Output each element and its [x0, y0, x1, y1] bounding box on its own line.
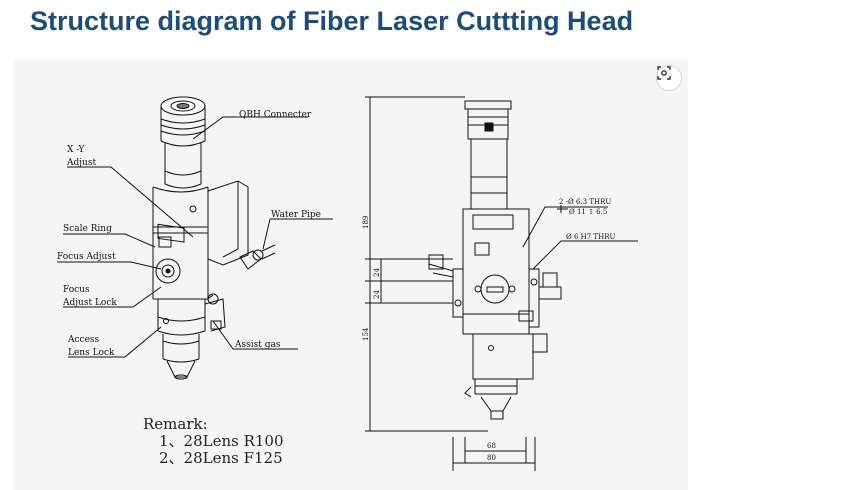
page-title: Structure diagram of Fiber Laser Cutttin…: [30, 6, 634, 36]
label-water-pipe: Water Pipe: [271, 210, 321, 220]
label-focus-line1: Focus: [63, 285, 90, 295]
expand-icon: [657, 66, 671, 80]
label-focus-adjust: Focus Adjust: [57, 252, 116, 262]
dim-68: 68: [487, 442, 496, 450]
remark-line1: 1、28Lens R100: [159, 432, 284, 450]
diagram-figure: QBH Connecter X -Y Adjust Scale Ring Wat…: [13, 59, 688, 490]
expand-button[interactable]: [656, 65, 682, 91]
dim-24b: 24: [373, 290, 381, 299]
left-view: [57, 96, 333, 380]
hole-callout-1b: Ø 11 ↧ 6.5: [569, 208, 607, 216]
label-access-line1: Access: [67, 335, 100, 345]
label-xy-line2: Adjust: [66, 158, 96, 168]
label-assist-gas: Assist gas: [234, 340, 281, 350]
diagram-svg: QBH Connecter X -Y Adjust Scale Ring Wat…: [57, 96, 638, 471]
dim-189: 189: [362, 216, 370, 229]
remark-line2: 2、28Lens F125: [159, 449, 283, 467]
dim-24a: 24: [373, 268, 381, 277]
hole-callout-2: Ø 6 H7 THRU: [566, 233, 615, 241]
label-access-line2: Lens Lock: [68, 348, 115, 358]
label-focus-line2: Adjust Lock: [62, 298, 117, 308]
dim-80: 80: [487, 454, 496, 462]
right-view: [365, 96, 638, 471]
label-qbh-connecter: QBH Connecter: [239, 110, 312, 120]
remark-title: Remark:: [143, 415, 208, 433]
hole-callout-1a: 2 -Ø 6.3 THRU: [559, 198, 611, 206]
dim-154: 154: [362, 327, 370, 341]
label-scale-ring: Scale Ring: [63, 224, 112, 234]
label-xy-line1: X -Y: [67, 145, 85, 155]
